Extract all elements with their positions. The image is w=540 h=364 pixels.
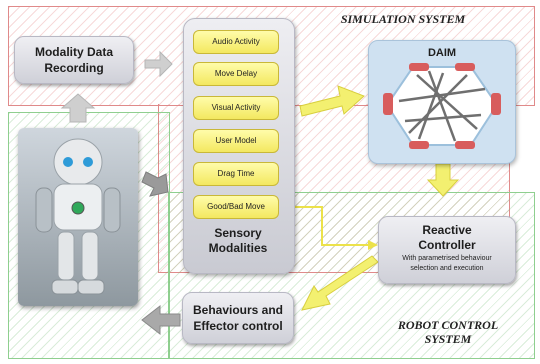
reactive-controller-sub1: With parametrised behaviour: [402, 255, 492, 262]
reactive-controller-sub2: selection and execution: [410, 265, 484, 272]
grey-arrow-robot-to-sensory: [141, 171, 169, 197]
behaviours-line1: Behaviours and: [192, 303, 284, 317]
nao-robot-illustration: [35, 138, 121, 295]
grey-arrow-up-to-recording: [60, 93, 96, 123]
sensory-item-audio-activity: Audio Activity: [193, 30, 279, 54]
behaviours-line2: Effector control: [193, 319, 283, 333]
robot-control-system-title-line2: SYSTEM: [424, 332, 472, 346]
modality-data-recording-line1: Modality Data: [34, 45, 113, 59]
yellow-arrow-daim-to-controller: [426, 163, 460, 197]
yellow-arrow-to-daim: [299, 85, 365, 117]
grey-arrow-to-sensory: [144, 50, 173, 78]
reactive-controller-line2: Controller: [418, 238, 476, 252]
grey-arrow-behaviours-to-robot: [141, 304, 181, 336]
daim-box: DAIM: [368, 40, 516, 164]
sensory-item-user-model: User Model: [193, 129, 279, 153]
nao-robot-image: [18, 128, 138, 306]
daim-network-diagram: [383, 63, 501, 149]
reactive-controller-line1: Reactive: [422, 223, 472, 237]
sensory-item-visual-activity: Visual Activity: [193, 96, 279, 120]
yellow-line-goodbad-to-controller: [280, 206, 368, 246]
sensory-modalities-label-line1: Sensory: [214, 226, 262, 240]
robot-control-system-title-line1: ROBOT CONTROL: [397, 318, 499, 332]
sensory-item-good-bad-move: Good/Bad Move: [193, 195, 279, 219]
modality-data-recording-box: Modality Data Recording: [14, 36, 134, 84]
modality-data-recording-line2: Recording: [44, 61, 104, 75]
sensory-item-move-delay: Move Delay: [193, 62, 279, 86]
simulation-system-title: SIMULATION SYSTEM: [340, 12, 466, 26]
daim-title: DAIM: [427, 47, 457, 59]
yellow-arrow-controller-to-behaviours: [301, 255, 379, 311]
sensory-item-drag-time: Drag Time: [193, 162, 279, 186]
sensory-modalities-label-line2: Modalities: [208, 241, 268, 255]
reactive-controller-box: Reactive Controller With parametrised be…: [378, 216, 516, 284]
behaviours-effector-control-box: Behaviours and Effector control: [182, 292, 294, 344]
